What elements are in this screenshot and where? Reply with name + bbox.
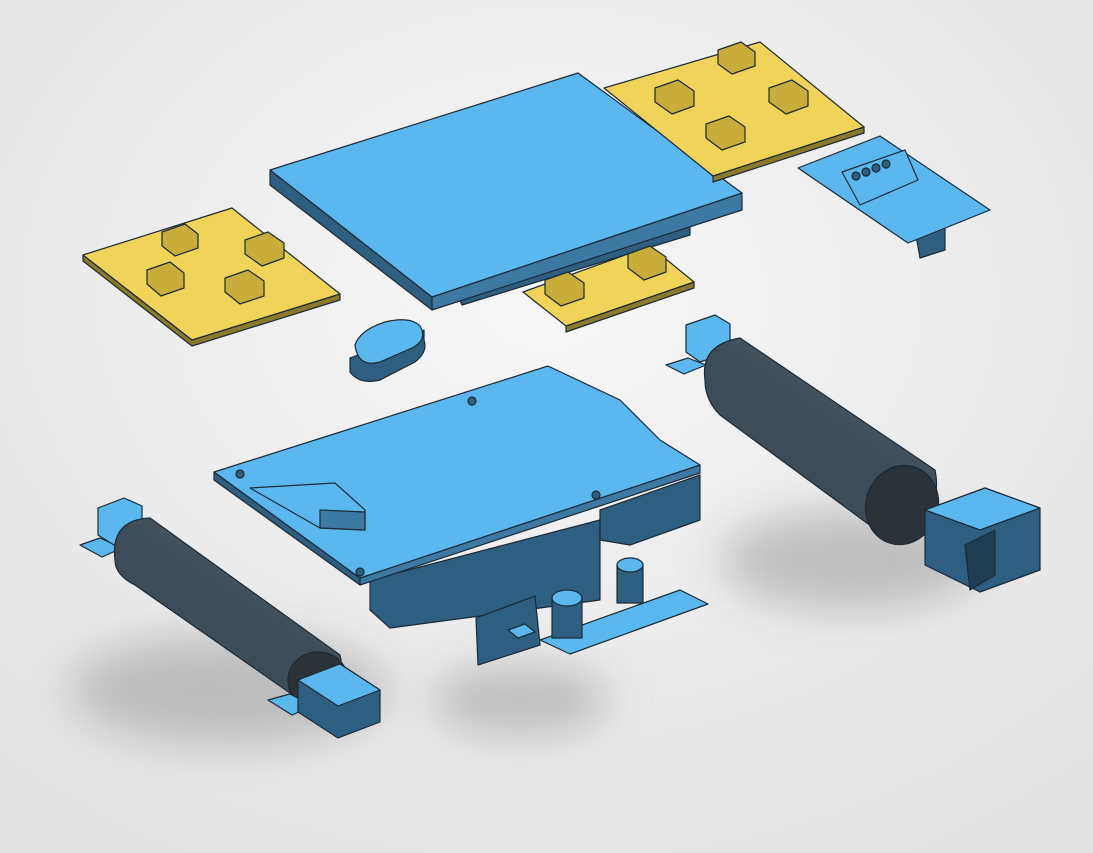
button-switches <box>146 223 285 305</box>
display-plate[interactable] <box>269 72 743 311</box>
button-switches <box>544 245 667 307</box>
yellow-board-top-right[interactable] <box>603 41 865 183</box>
yellow-board-left[interactable] <box>82 207 341 347</box>
battery-left[interactable] <box>79 497 381 739</box>
capacitors <box>551 557 644 639</box>
header-pins <box>851 159 891 181</box>
main-pcb[interactable] <box>213 365 701 629</box>
switch-bracket[interactable] <box>475 557 709 666</box>
mounting-holes <box>235 396 601 577</box>
yellow-board-middle[interactable] <box>522 245 695 333</box>
button-switches <box>654 41 809 151</box>
connector-board-right[interactable] <box>797 135 991 259</box>
battery-right[interactable] <box>665 314 1041 593</box>
pill-button-cap[interactable] <box>349 319 426 382</box>
